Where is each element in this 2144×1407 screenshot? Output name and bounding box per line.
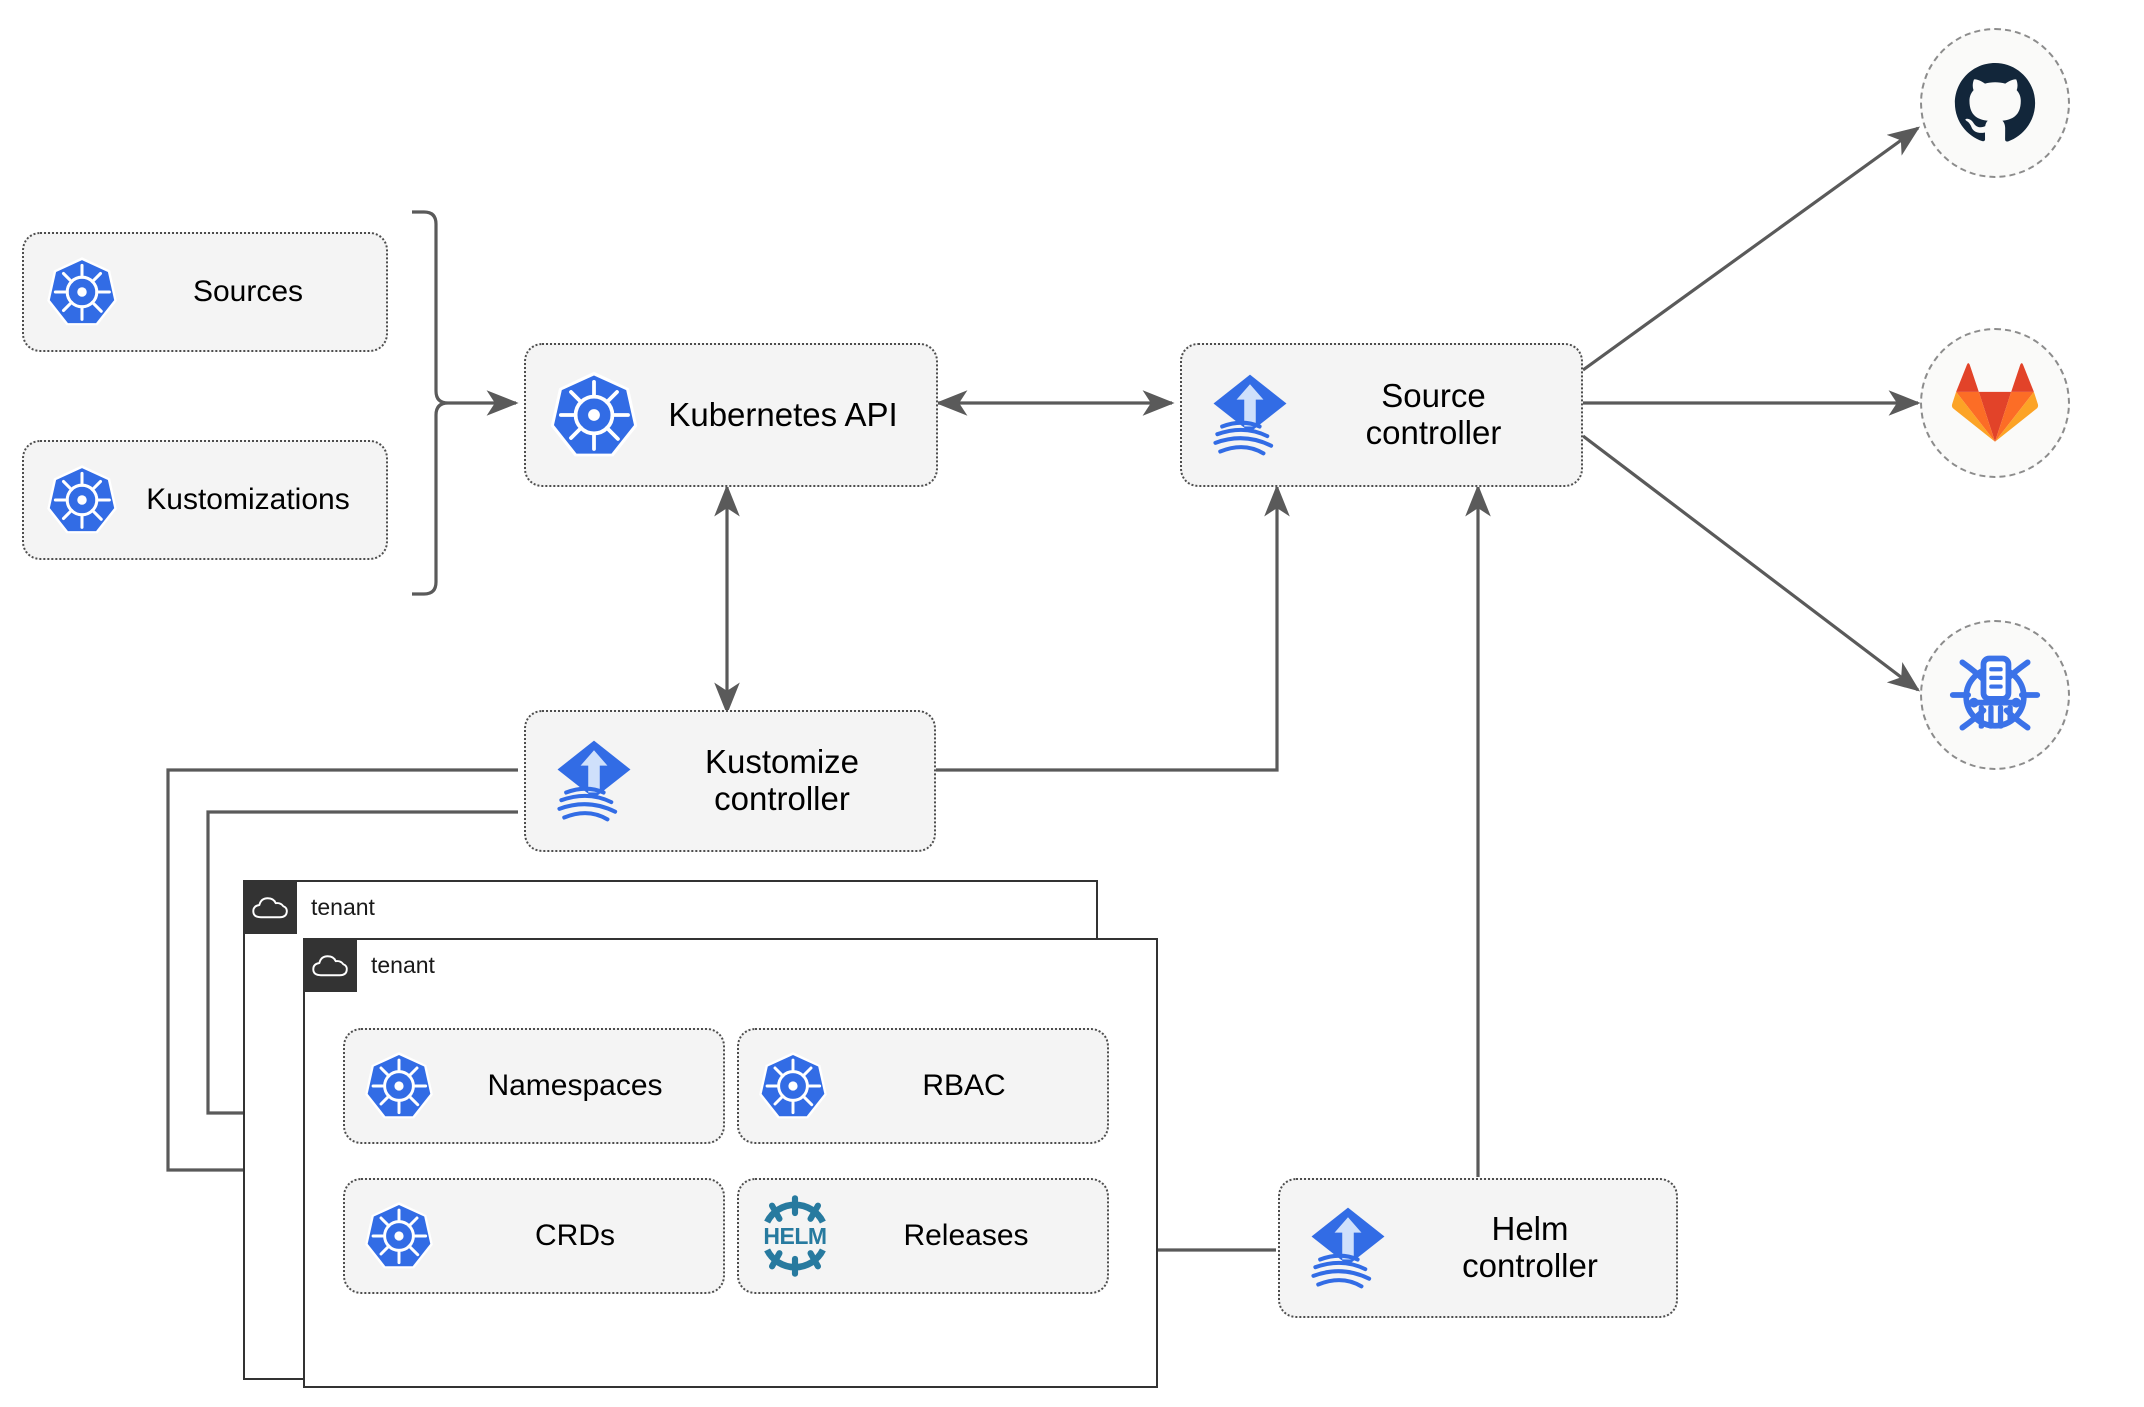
flux-icon [1296, 1196, 1400, 1300]
helm-wordmark: HELM [763, 1222, 827, 1249]
helm-repository-icon [1949, 655, 2041, 731]
node-label: Source controller [1365, 377, 1502, 451]
gitlab-icon [1951, 363, 2039, 442]
cloud-icon [303, 938, 357, 992]
provider-gitlab[interactable] [1920, 328, 2070, 478]
tenant-resource-namespaces[interactable]: Namespaces [343, 1028, 725, 1144]
kubernetes-icon [38, 248, 126, 336]
tenant-resource-label: Releases [903, 1219, 1029, 1253]
kubernetes-icon [38, 456, 126, 544]
resource-card-kustomizations[interactable]: Kustomizations [22, 440, 388, 560]
tenant-tab: tenant [303, 938, 435, 992]
tenant-resource-rbac[interactable]: RBAC [737, 1028, 1109, 1144]
kubernetes-icon [751, 1044, 835, 1128]
provider-github[interactable] [1920, 28, 2070, 178]
tenant-container-inner[interactable]: tenant [303, 938, 1158, 1388]
tenant-label: tenant [371, 951, 435, 978]
node-label: Kubernetes API [668, 395, 898, 433]
kubernetes-icon [357, 1044, 441, 1128]
resource-card-label: Kustomizations [146, 483, 350, 517]
tenant-tab: tenant [243, 880, 375, 934]
resource-card-sources[interactable]: Sources [22, 232, 388, 352]
kubernetes-icon [542, 363, 646, 467]
tenant-label: tenant [311, 893, 375, 920]
cloud-icon [243, 880, 297, 934]
tenant-resource-releases[interactable]: HELM Releases [737, 1178, 1109, 1294]
node-label: Kustomize controller [704, 743, 860, 817]
tenant-resource-label: Namespaces [487, 1069, 663, 1103]
tenant-resource-label: CRDs [535, 1219, 615, 1253]
node-helm-controller[interactable]: Helm controller [1278, 1178, 1678, 1318]
node-kustomize-controller[interactable]: Kustomize controller [524, 710, 936, 852]
tenant-resource-crds[interactable]: CRDs [343, 1178, 725, 1294]
helm-icon: HELM [751, 1192, 839, 1280]
resource-card-label: Sources [192, 275, 304, 309]
kubernetes-icon [357, 1194, 441, 1278]
flux-icon [542, 729, 646, 833]
tenant-resource-label: RBAC [922, 1069, 1006, 1103]
github-icon [1954, 62, 2036, 142]
node-label: Helm controller [1462, 1210, 1598, 1284]
flux-icon [1198, 363, 1302, 467]
provider-helm-repository[interactable] [1920, 620, 2070, 770]
node-source-controller[interactable]: Source controller [1180, 343, 1583, 487]
node-kubernetes-api[interactable]: Kubernetes API [524, 343, 938, 487]
